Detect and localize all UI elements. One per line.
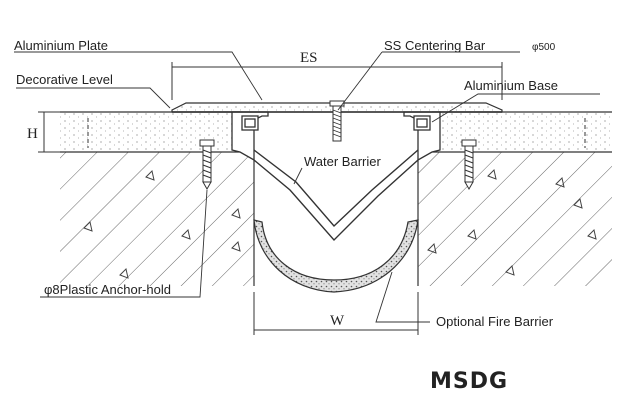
anchor-screw-right	[461, 139, 477, 191]
optional-fire-barrier-label: Optional Fire Barrier	[436, 314, 554, 329]
es-dimension	[171, 62, 503, 100]
anchor-screw-left	[199, 139, 215, 191]
water-barrier-label: Water Barrier	[304, 154, 381, 169]
left-substrate	[60, 152, 255, 286]
optional-fire-barrier	[253, 219, 419, 293]
aluminium-base-left	[231, 111, 269, 162]
h-dimension-label: H	[27, 126, 38, 142]
w-dimension-label: W	[330, 313, 345, 329]
h-dimension	[38, 111, 60, 153]
aluminium-base-label: Aluminium Base	[464, 78, 558, 93]
plastic-anchor-hold-label: φ8Plastic Anchor-hold	[44, 282, 171, 297]
ss-centering-bar	[329, 100, 345, 142]
right-substrate	[417, 152, 612, 286]
decorative-level-label: Decorative Level	[16, 72, 113, 87]
w-dimension	[253, 292, 419, 335]
water-barrier	[253, 149, 419, 242]
ss-centering-bar-label: SS Centering Bar	[384, 38, 486, 53]
aluminium-base-right	[403, 111, 441, 162]
brand-logo-text: MSDG	[430, 369, 508, 394]
aggregate-marks	[83, 169, 597, 279]
leader-lines	[14, 51, 600, 323]
ss-centering-bar-size-label: φ500	[532, 42, 556, 53]
es-dimension-label: ES	[300, 50, 318, 66]
aluminium-plate-label: Aluminium Plate	[14, 38, 108, 53]
